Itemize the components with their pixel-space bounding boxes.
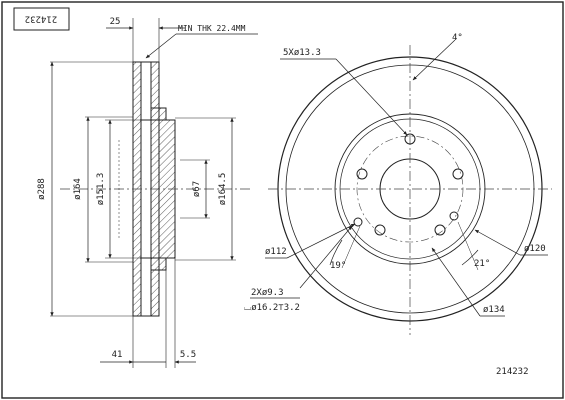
angle-left-label: 19° bbox=[330, 261, 346, 271]
dim-offset-label: 25 bbox=[110, 17, 121, 27]
dia-inner-ring-label: ø120 bbox=[524, 244, 546, 254]
dia-hub-inner-label: ø151.3 bbox=[96, 173, 106, 206]
dia-outer-label: ø288 bbox=[37, 178, 47, 200]
min-thickness-label: MIN THK 22.4MM bbox=[178, 24, 246, 33]
angle-right-label: 21° bbox=[474, 259, 490, 269]
front-view bbox=[250, 39, 552, 335]
pcd-label: ø112 bbox=[265, 247, 287, 257]
aux-holes-label: 2Xø9.3 bbox=[251, 288, 284, 298]
part-code-label: 214232 bbox=[25, 14, 58, 24]
dia-hat-label: ø164.5 bbox=[218, 173, 228, 206]
counterbore-label: ⌴ø16.2⊤3.2 bbox=[244, 303, 300, 313]
bolt-holes bbox=[356, 133, 464, 236]
dia-hub-outer-label: ø164 bbox=[73, 178, 83, 200]
footer-code-label: 214232 bbox=[496, 367, 529, 377]
dim-height-label: 41 bbox=[112, 350, 123, 360]
dim-hat-thickness-label: 5.5 bbox=[180, 350, 196, 360]
bolt-holes-label: 5Xø13.3 bbox=[283, 48, 321, 58]
bolt-angle-label: 4° bbox=[452, 33, 463, 43]
dia-bore-label: ø67 bbox=[192, 181, 202, 197]
dia-outer-ring-label: ø134 bbox=[483, 305, 505, 315]
aux-holes bbox=[353, 211, 459, 227]
title-block: 214232 bbox=[13, 7, 70, 31]
side-view bbox=[50, 18, 258, 368]
